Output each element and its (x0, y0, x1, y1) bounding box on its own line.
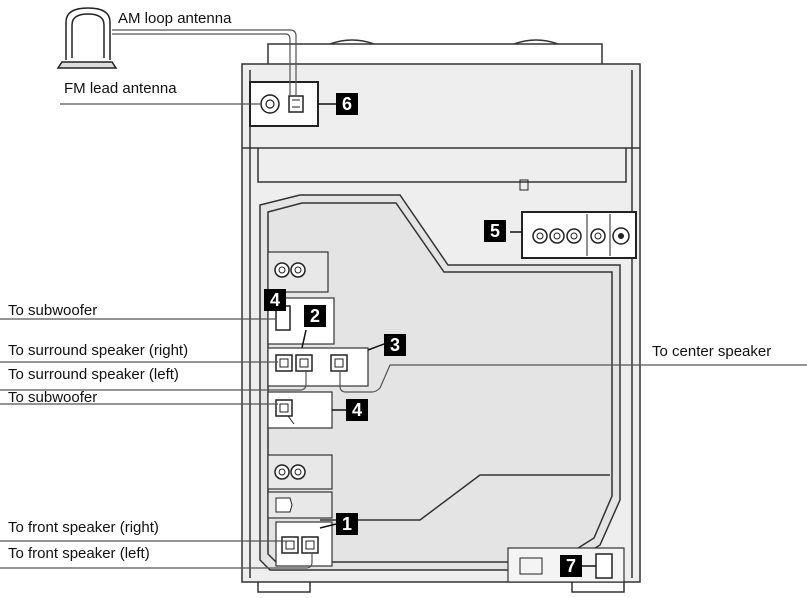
label-to-subwoofer-bottom: To subwoofer (8, 389, 98, 406)
badge-5: 5 (484, 220, 506, 242)
top-knob-right (513, 39, 559, 45)
badge-1: 1 (336, 513, 358, 535)
label-to-center-speaker: To center speaker (652, 343, 772, 360)
upper-recess (257, 148, 627, 183)
label-to-front-left: To front speaker (left) (8, 545, 150, 562)
top-knob-left (329, 39, 375, 45)
aux-connector (267, 491, 333, 519)
am-wire (112, 29, 297, 96)
label-to-subwoofer-top: To subwoofer (8, 302, 98, 319)
label-to-front-right: To front speaker (right) (8, 519, 159, 536)
badge-4-top: 4 (264, 289, 286, 311)
antenna-terminal-panel (249, 81, 319, 127)
label-am-loop-antenna: AM loop antenna (118, 10, 232, 27)
fm-connector (260, 94, 280, 114)
top-cover (267, 43, 603, 64)
am-loop-antenna-icon (56, 7, 118, 69)
upper-rca-block (267, 251, 329, 293)
inner-outline-2 (267, 202, 613, 563)
subwoofer-terminal-bottom (267, 391, 333, 429)
surround-terminal-block (267, 347, 369, 387)
front-terminal-block (275, 521, 333, 567)
badge-2: 2 (304, 305, 326, 327)
badge-7: 7 (560, 555, 582, 577)
label-fm-lead-antenna: FM lead antenna (64, 80, 177, 97)
am-terminal (288, 95, 304, 113)
badge-3: 3 (384, 334, 406, 356)
badge-6: 6 (336, 93, 358, 115)
label-to-surround-right: To surround speaker (right) (8, 342, 189, 359)
inner-outline (259, 194, 621, 571)
badge-4-bottom: 4 (346, 399, 368, 421)
lower-rca-block (267, 454, 333, 490)
label-to-surround-left: To surround speaker (left) (8, 366, 179, 383)
video-input-panel (521, 211, 637, 259)
